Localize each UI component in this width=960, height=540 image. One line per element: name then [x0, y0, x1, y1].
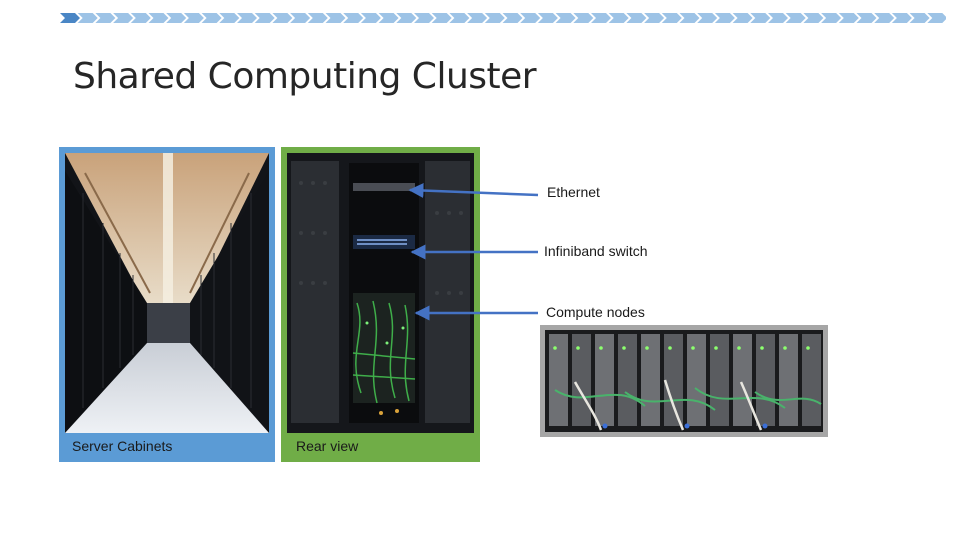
chevron-segment	[785, 13, 806, 23]
node-blade	[618, 334, 637, 426]
chevron-segment	[750, 13, 771, 23]
node-led	[622, 346, 626, 350]
node-blade	[779, 334, 798, 426]
chevron-segment	[166, 13, 187, 23]
chevron-header-bar	[60, 13, 946, 23]
node-blade	[595, 334, 614, 426]
chevron-segment	[661, 13, 682, 23]
chevron-segment	[148, 13, 169, 23]
compute-nodes-photo	[545, 330, 823, 432]
compute-nodes-label: Compute nodes	[546, 304, 645, 320]
node-led	[576, 346, 580, 350]
rear-view-caption: Rear view	[296, 438, 359, 454]
chevron-segment	[130, 13, 151, 23]
slide-title: Shared Computing Cluster	[73, 56, 537, 97]
chevron-segment	[183, 13, 204, 23]
chevron-segment	[732, 13, 753, 23]
chevron-segment	[467, 13, 488, 23]
node-led	[668, 346, 672, 350]
chevron-segment	[484, 13, 505, 23]
chevron-segment	[520, 13, 541, 23]
chevron-segment	[290, 13, 311, 23]
chevron-segment	[219, 13, 240, 23]
chevron-segment	[60, 13, 80, 23]
chevron-segment	[909, 13, 930, 23]
chevron-segment	[591, 13, 611, 23]
chevron-segment	[113, 13, 134, 23]
chevron-segment	[626, 13, 647, 23]
rear-view-frame: Rear view	[281, 147, 480, 462]
node-blade	[710, 334, 729, 426]
chevron-segment	[237, 13, 257, 23]
chevron-segment	[95, 13, 116, 23]
chevron-segment	[537, 13, 558, 23]
node-blade	[756, 334, 775, 426]
node-led	[714, 346, 718, 350]
chevron-segment	[502, 13, 523, 23]
node-blade	[641, 334, 660, 426]
chevron-segment	[555, 13, 576, 23]
chevron-segment	[821, 13, 842, 23]
node-led	[553, 346, 557, 350]
chevron-segment	[254, 13, 275, 23]
chevron-segment	[414, 13, 434, 23]
node-led	[806, 346, 810, 350]
node-blade	[549, 334, 568, 426]
chevron-segment	[644, 13, 665, 23]
node-blade	[572, 334, 591, 426]
node-led	[599, 346, 603, 350]
server-cabinets-frame: Server Cabinets	[59, 147, 275, 462]
chevron-segment	[891, 13, 912, 23]
chevron-segment	[378, 13, 399, 23]
chevron-segment	[307, 13, 328, 23]
node-blade	[687, 334, 706, 426]
chevron-segment	[856, 13, 877, 23]
chevron-segment	[608, 13, 629, 23]
chevron-segment	[573, 13, 594, 23]
node-led	[783, 346, 787, 350]
node-led	[760, 346, 764, 350]
chevron-segment	[360, 13, 381, 23]
chevron-segment	[697, 13, 718, 23]
chevron-segment	[431, 13, 452, 23]
chevron-segment	[714, 13, 735, 23]
node-led	[691, 346, 695, 350]
compute-nodes-frame	[540, 325, 828, 437]
chevron-segment	[272, 13, 293, 23]
chevron-segment	[325, 13, 346, 23]
infiniband-switch-label: Infiniband switch	[544, 243, 648, 259]
ethernet-label: Ethernet	[547, 184, 600, 200]
chevron-segment	[77, 13, 98, 23]
node-blade	[802, 334, 821, 426]
chevron-segment	[201, 13, 222, 23]
chevron-segment	[927, 13, 946, 23]
node-led	[737, 346, 741, 350]
node-led	[645, 346, 649, 350]
chevron-segment	[343, 13, 364, 23]
chevron-segment	[874, 13, 895, 23]
node-blade	[664, 334, 683, 426]
datacenter-aisle-photo	[65, 153, 269, 433]
node-blade	[733, 334, 752, 426]
chevron-segment	[396, 13, 417, 23]
chevron-segment	[838, 13, 859, 23]
server-cabinets-caption: Server Cabinets	[72, 438, 173, 454]
chevron-segment	[803, 13, 824, 23]
chevron-segment	[449, 13, 470, 23]
rack-rear-photo	[287, 153, 474, 433]
chevron-segment	[679, 13, 700, 23]
chevron-segment	[768, 13, 788, 23]
